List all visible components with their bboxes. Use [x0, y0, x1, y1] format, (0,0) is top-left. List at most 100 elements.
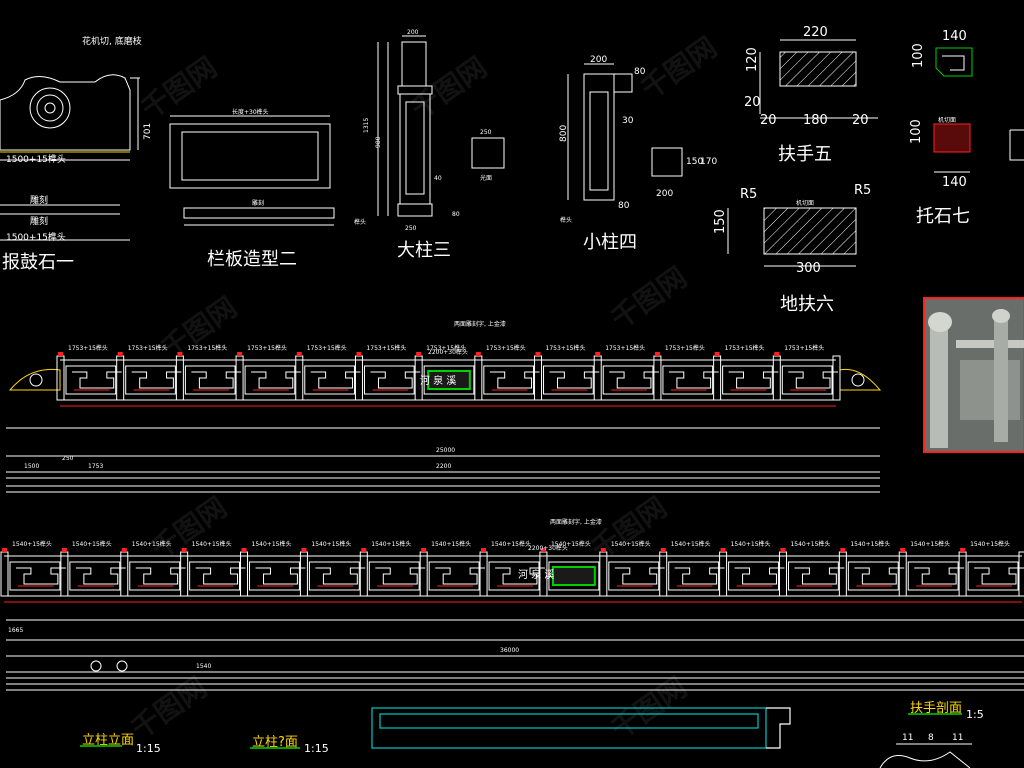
rail1-total-dim: 25000 — [436, 447, 455, 454]
support7-cut-label: 机切面 — [938, 116, 956, 124]
rail2-gilt-note: 两面雕刻字, 上金漆 — [550, 518, 602, 526]
railing-panel — [483, 365, 535, 395]
handrail-section-title: 扶手剖面 — [910, 701, 962, 716]
ground6-width-dim: 300 — [796, 261, 821, 276]
plan1-dim-250: 250 — [62, 455, 74, 462]
railing-post — [778, 551, 787, 597]
railing-post — [719, 551, 728, 597]
railing-panel — [728, 561, 779, 591]
handrail5-mid-dim: 180 — [803, 113, 828, 128]
segment-dim-label: 1540+15榫头 — [611, 540, 651, 548]
segment-dim-label: 1540+15榫头 — [491, 540, 531, 548]
railing-plan-upper — [6, 471, 880, 493]
big-post-body-dim: 980 — [375, 136, 382, 148]
post-plan-title: 立柱?面 — [252, 735, 298, 750]
svg-text:千图网: 千图网 — [405, 51, 493, 126]
railing-panel — [548, 561, 600, 591]
svg-text:千图网: 千图网 — [155, 291, 243, 366]
railing-post — [479, 551, 488, 597]
handrail5-dim-a: 20 — [744, 95, 761, 110]
segment-dim-label: 1540+15榫头 — [910, 540, 950, 548]
railing-panel — [608, 561, 660, 591]
railing-panel — [368, 561, 420, 591]
railing-photo-thumbnail — [923, 297, 1024, 453]
support7-side2-dim: 100 — [909, 119, 924, 144]
segment-dim-label: 1540+15榫头 — [252, 540, 292, 548]
railing-post — [653, 355, 662, 401]
segment-dim-label: 1540+15榫头 — [850, 540, 890, 548]
railing-panel — [602, 365, 654, 395]
railing-post — [958, 551, 967, 597]
ground6-r1: R5 — [740, 187, 757, 202]
railing-panel — [722, 365, 773, 395]
big-post-top-dim: 200 — [407, 29, 419, 36]
svg-text:千图网: 千图网 — [125, 671, 213, 746]
railing-panel — [244, 365, 296, 395]
railing-post — [474, 355, 483, 401]
small-post-sec-h2: 170 — [700, 157, 717, 167]
segment-dim-label: 1540+15榫头 — [371, 540, 411, 548]
rail1-plaque-text: 河 泉 溪 — [420, 374, 456, 387]
drum-height-dim: 701 — [143, 123, 153, 140]
small-post-title: 小柱四 — [583, 232, 637, 253]
railing-post — [419, 551, 428, 597]
railing-post — [299, 551, 308, 597]
railing-panel — [308, 561, 360, 591]
handrail-section-scale: 1:5 — [966, 708, 984, 721]
big-post-section-dim: 250 — [480, 129, 492, 136]
segment-dim-label: 1753+15榫头 — [546, 344, 586, 352]
rail1-center-dim: 2200+30榫头 — [428, 348, 468, 356]
svg-text:千图网: 千图网 — [135, 51, 223, 126]
svg-text:千图网: 千图网 — [605, 261, 693, 336]
post-elevation-title: 立柱立面 — [82, 733, 134, 748]
railing-post — [235, 355, 244, 401]
small-post-detail — [567, 63, 683, 201]
plan1-dim-1753: 1753 — [88, 463, 103, 470]
railing-panel — [967, 561, 1019, 591]
big-post-light-label: 光面 — [480, 174, 492, 182]
support7-title: 托石七 — [916, 206, 970, 227]
big-post-height-dim: 1315 — [363, 118, 370, 133]
big-post-40-dim: 40 — [434, 175, 442, 182]
railing-elevation-lower: 1540+15榫头 1540+15榫头 1540+15榫头 1540+15榫头 1540… — [0, 540, 1024, 657]
big-post-detail — [377, 35, 505, 217]
rail2-center-dim: 2200+30榫头 — [528, 544, 568, 552]
segment-dim-label: 1540+15榫头 — [671, 540, 711, 548]
drum-carve-label-2: 雕刻 — [30, 215, 48, 227]
segment-dim-label: 1540+15榫头 — [970, 540, 1010, 548]
panel-length-note: 长度+30榫头 — [232, 108, 269, 116]
segment-dim-label: 1753+15榫头 — [725, 344, 765, 352]
railing-post — [772, 355, 781, 401]
handrail-section-detail — [879, 743, 972, 768]
railing-elevation-upper: 1753+15榫头 1753+15榫头 1753+15榫头 1753+15榫头 1753… — [6, 344, 882, 457]
panel-title: 栏板造型二 — [207, 249, 297, 270]
segment-dim-label: 1540+15榫头 — [431, 540, 471, 548]
svg-text:千图网: 千图网 — [145, 491, 233, 566]
railing-post — [659, 551, 668, 597]
handrail5-title: 扶手五 — [778, 144, 832, 165]
handrail5-dim-c: 20 — [852, 113, 869, 128]
segment-dim-label: 1753+15榫头 — [486, 344, 526, 352]
railing-post — [713, 355, 722, 401]
railing-post — [0, 551, 9, 597]
hs-dim-11: 11 — [902, 733, 913, 743]
railing-post — [120, 551, 129, 597]
rail2-total-dim: 36000 — [500, 647, 519, 654]
railing-panel — [781, 365, 833, 395]
railing-panel — [125, 365, 176, 395]
segment-dim-label: 1753+15榫头 — [128, 344, 168, 352]
small-post-bot-80: 80 — [618, 201, 630, 211]
railing-panel — [662, 365, 714, 395]
ground6-height-dim: 150 — [713, 209, 728, 234]
drum-width-dim: 1500+15榫头 — [6, 153, 66, 165]
segment-dim-label: 1540+15榫头 — [731, 540, 771, 548]
railing-panel — [847, 561, 899, 591]
railing-panel — [907, 561, 959, 591]
segment-dim-label: 1753+15榫头 — [247, 344, 287, 352]
railing-panel — [363, 365, 415, 395]
small-post-80-dim: 80 — [634, 67, 646, 77]
hs-dim-11b: 11 — [952, 733, 963, 743]
railing-panel — [184, 365, 236, 395]
handrail-profile-bottom — [371, 707, 791, 749]
segment-dim-label: 1753+15榫头 — [426, 344, 466, 352]
